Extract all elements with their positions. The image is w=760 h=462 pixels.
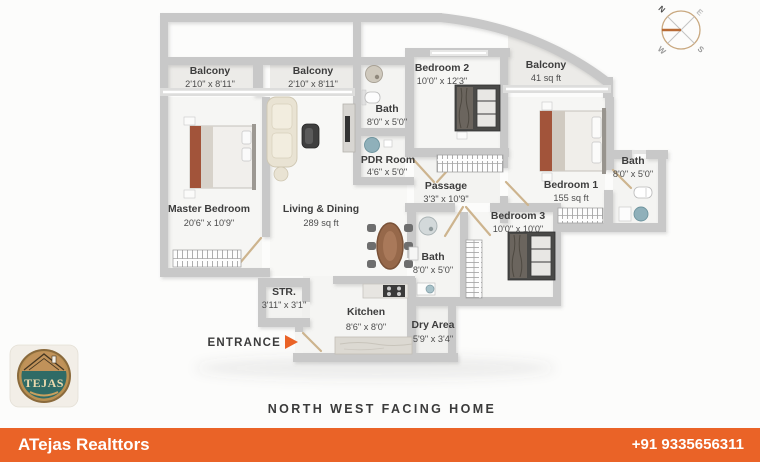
room-label-bedroom3: Bedroom 3 <box>491 211 545 222</box>
room-dims-bath-mid: 8'0" x 5'0" <box>413 265 453 275</box>
room-dims-str: 3'11" x 3'1" <box>262 300 307 310</box>
room-label-balcony1: Balcony <box>190 66 231 77</box>
room-label-pdr: PDR Room <box>361 155 415 166</box>
pdr-fixtures-icon <box>364 137 393 153</box>
room-dims-bath-top: 8'0" x 5'0" <box>367 117 407 127</box>
plan-ground-shadow <box>195 357 555 379</box>
bedroom2-wardrobe-unit-icon <box>454 84 501 140</box>
logo-text: TEJAS <box>24 376 64 390</box>
room-label-bedroom1: Bedroom 1 <box>544 180 598 191</box>
room-label-balcony2: Balcony <box>293 66 334 77</box>
bath-right-fixtures-icon <box>618 186 653 222</box>
room-dims-balcony1: 2'10" x 8'11" <box>185 79 235 89</box>
room-dims-bedroom3: 10'0" x 10'0" <box>493 224 543 234</box>
room-dims-dry-area: 5'9" x 3'4" <box>413 334 453 344</box>
brand-logo: TEJAS <box>9 344 79 408</box>
room-dims-bedroom2: 10'0" x 12'3" <box>417 76 467 86</box>
bedroom1-bed-icon <box>539 101 607 182</box>
room-label-kitchen: Kitchen <box>347 307 385 318</box>
compass-icon: N E W S <box>656 4 706 56</box>
entrance-arrow-icon <box>285 335 298 349</box>
dining-table-icon <box>367 222 413 270</box>
compass-e: E <box>695 7 705 18</box>
master-bed-icon <box>183 116 256 199</box>
room-dims-kitchen: 8'6" x 8'0" <box>346 322 386 332</box>
room-labels: Balcony 2'10" x 8'11" Balcony 2'10" x 8'… <box>168 60 653 344</box>
room-label-master: Master Bedroom <box>168 204 250 215</box>
room-label-str: STR. <box>272 287 296 298</box>
tv-console-icon <box>342 103 356 153</box>
entrance-label: ENTRANCE <box>208 337 282 349</box>
kitchen-counter-icon <box>334 283 413 355</box>
room-dims-living: 289 sq ft <box>303 218 339 228</box>
footer-brand: ATejas Realttors <box>18 435 150 454</box>
bedroom3-wardrobe-unit-icon <box>507 231 556 281</box>
room-label-dry-area: Dry Area <box>412 320 455 331</box>
room-dims-bath-right: 8'0" x 5'0" <box>613 169 653 179</box>
room-dims-balcony2: 2'10" x 8'11" <box>288 79 338 89</box>
windows <box>160 50 646 353</box>
room-dims-pdr: 4'6" x 5'0" <box>367 167 407 177</box>
room-label-passage: Passage <box>425 181 467 192</box>
walls <box>160 13 668 362</box>
bath-mid-fixtures-icon <box>408 216 438 296</box>
footer-phone: +91 9335656311 <box>632 436 744 453</box>
compass-w: W <box>656 44 668 56</box>
wardrobes <box>172 154 604 299</box>
bath-top-fixtures-icon <box>361 65 383 106</box>
room-dims-passage: 3'3" x 10'9" <box>423 194 468 204</box>
sofa-icon <box>266 96 298 182</box>
armchair-icon <box>301 123 320 149</box>
room-dims-master: 20'6" x 10'9" <box>184 218 234 228</box>
room-label-living: Living & Dining <box>283 204 359 215</box>
compass-s: S <box>696 44 706 55</box>
room-label-bath-mid: Bath <box>421 252 444 263</box>
room-dims-bedroom1: 155 sq ft <box>553 193 589 203</box>
room-label-bedroom2: Bedroom 2 <box>415 63 469 74</box>
compass-n: N <box>657 4 667 15</box>
room-label-balcony-right: Balcony <box>526 60 567 71</box>
room-label-bath-top: Bath <box>375 104 398 115</box>
footer-bar: ATejas Realttors +91 9335656311 <box>0 428 760 462</box>
room-dims-balcony-right: 41 sq ft <box>531 73 562 83</box>
facing-home-text: NORTH WEST FACING HOME <box>268 402 497 416</box>
room-label-bath-right: Bath <box>621 156 644 167</box>
